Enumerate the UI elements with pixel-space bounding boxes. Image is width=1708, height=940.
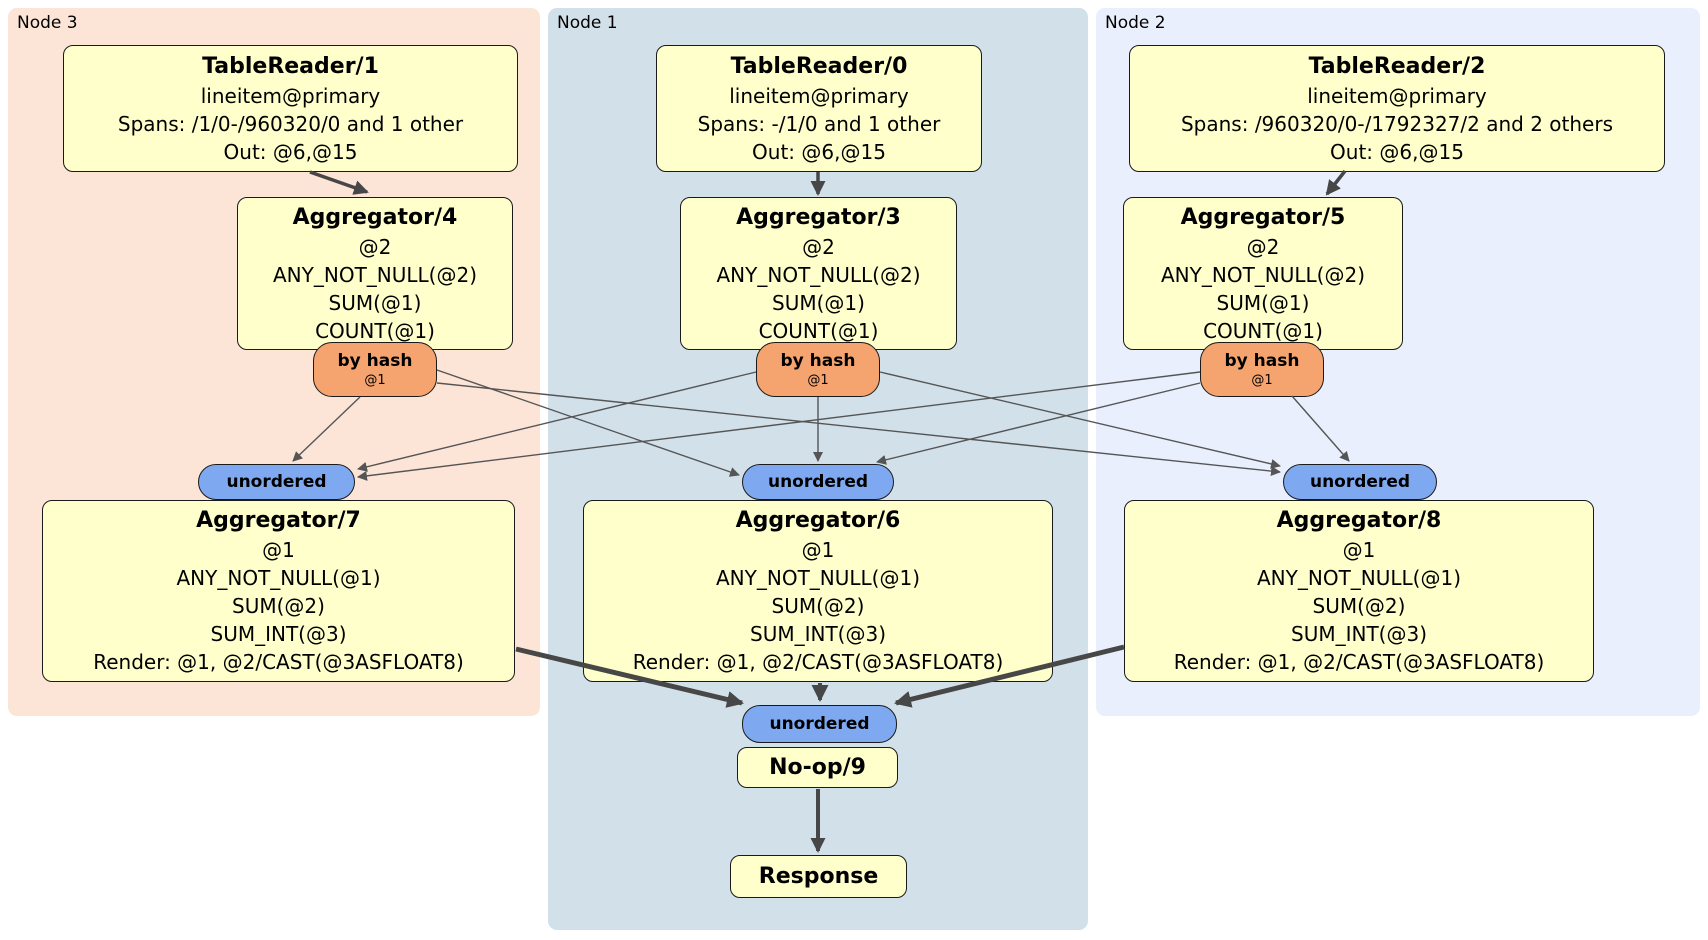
processor-detail-line: Render: @1, @2/CAST(@3ASFLOAT8) (632, 650, 1004, 674)
processor-title: Aggregator/7 (196, 508, 361, 533)
processor-aggregator-7: Aggregator/7 @1 ANY_NOT_NULL(@1) SUM(@2)… (42, 500, 515, 682)
processor-detail-line: SUM(@2) (771, 594, 865, 618)
processor-detail-line: Render: @1, @2/CAST(@3ASFLOAT8) (93, 650, 464, 674)
region-label-node-1: Node 1 (557, 13, 618, 33)
router-detail: @1 (807, 372, 829, 388)
processor-title: Aggregator/8 (1276, 508, 1442, 533)
processor-detail-line: Out: @6,@15 (223, 139, 358, 164)
router-label: by hash (337, 350, 413, 371)
processor-detail-line: SUM(@1) (772, 290, 865, 315)
sync-label: unordered (1309, 472, 1411, 492)
processor-detail-line: ANY_NOT_NULL(@1) (176, 566, 381, 590)
processor-title: TableReader/0 (730, 53, 908, 79)
processor-detail-line: ANY_NOT_NULL(@2) (1161, 262, 1365, 287)
processor-detail-line: SUM(@2) (232, 594, 325, 618)
processor-title: Aggregator/6 (735, 508, 901, 533)
region-label-node-3: Node 3 (17, 13, 78, 33)
router-by-hash: by hash @1 (756, 342, 880, 397)
processor-detail-line: @1 (801, 538, 835, 562)
processor-detail-line: lineitem@primary (1307, 83, 1487, 108)
processor-detail-line: @2 (802, 234, 835, 259)
processor-title: Aggregator/5 (1180, 204, 1346, 230)
processor-detail-line: lineitem@primary (200, 83, 381, 108)
processor-tablereader-1: TableReader/1 lineitem@primary Spans: /1… (63, 45, 518, 172)
region-label-node-2: Node 2 (1105, 13, 1166, 33)
processor-detail-line: Spans: /960320/0-/1792327/2 and 2 others (1180, 111, 1613, 136)
processor-detail-line: @2 (358, 234, 392, 259)
processor-title: No-op/9 (769, 754, 866, 780)
processor-detail-line: SUM(@2) (1312, 594, 1406, 618)
router-by-hash: by hash @1 (313, 342, 437, 397)
router-detail: @1 (364, 372, 386, 388)
processor-title: Aggregator/4 (292, 204, 458, 230)
processor-detail-line: SUM_INT(@3) (750, 622, 886, 646)
processor-detail-line: ANY_NOT_NULL(@2) (716, 262, 921, 287)
processor-noop-9: No-op/9 (737, 747, 898, 788)
processor-title: TableReader/1 (202, 53, 379, 79)
router-label: by hash (780, 350, 856, 371)
processor-aggregator-4: Aggregator/4 @2 ANY_NOT_NULL(@2) SUM(@1)… (237, 197, 513, 350)
sync-label: unordered (226, 472, 327, 492)
processor-title: Response (758, 863, 879, 889)
processor-detail-line: SUM_INT(@3) (210, 622, 347, 646)
sync-unordered: unordered (742, 464, 894, 500)
processor-detail-line: Out: @6,@15 (752, 139, 886, 164)
processor-detail-line: ANY_NOT_NULL(@2) (273, 262, 477, 287)
processor-aggregator-8: Aggregator/8 @1 ANY_NOT_NULL(@1) SUM(@2)… (1124, 500, 1594, 682)
sync-label: unordered (769, 714, 870, 734)
processor-aggregator-5: Aggregator/5 @2 ANY_NOT_NULL(@2) SUM(@1)… (1123, 197, 1403, 350)
router-by-hash: by hash @1 (1200, 342, 1324, 397)
processor-detail-line: COUNT(@1) (315, 318, 435, 343)
router-detail: @1 (1251, 372, 1273, 388)
processor-tablereader-0: TableReader/0 lineitem@primary Spans: -/… (656, 45, 982, 172)
sync-label: unordered (767, 472, 869, 492)
processor-detail-line: Out: @6,@15 (1330, 139, 1464, 164)
processor-detail-line: SUM(@1) (1216, 290, 1310, 315)
sync-unordered: unordered (198, 464, 355, 500)
router-label: by hash (1224, 350, 1300, 371)
processor-detail-line: @1 (262, 538, 295, 562)
processor-detail-line: Spans: /1/0-/960320/0 and 1 other (117, 111, 464, 136)
processor-detail-line: Render: @1, @2/CAST(@3ASFLOAT8) (1173, 650, 1545, 674)
processor-detail-line: ANY_NOT_NULL(@1) (1257, 566, 1461, 590)
processor-detail-line: ANY_NOT_NULL(@1) (716, 566, 920, 590)
processor-response: Response (730, 855, 907, 898)
processor-detail-line: @1 (1342, 538, 1376, 562)
processor-detail-line: COUNT(@1) (758, 318, 879, 343)
processor-detail-line: COUNT(@1) (1203, 318, 1323, 343)
processor-aggregator-3: Aggregator/3 @2 ANY_NOT_NULL(@2) SUM(@1)… (680, 197, 957, 350)
sync-unordered: unordered (1283, 464, 1437, 500)
processor-detail-line: SUM(@1) (328, 290, 422, 315)
processor-detail-line: Spans: -/1/0 and 1 other (697, 111, 941, 136)
processor-detail-line: lineitem@primary (729, 83, 909, 108)
processor-detail-line: SUM_INT(@3) (1291, 622, 1427, 646)
processor-aggregator-6: Aggregator/6 @1 ANY_NOT_NULL(@1) SUM(@2)… (583, 500, 1053, 682)
processor-detail-line: @2 (1246, 234, 1280, 259)
sync-unordered: unordered (742, 705, 897, 743)
processor-title: TableReader/2 (1308, 53, 1486, 79)
processor-title: Aggregator/3 (736, 204, 901, 230)
processor-tablereader-2: TableReader/2 lineitem@primary Spans: /9… (1129, 45, 1665, 172)
